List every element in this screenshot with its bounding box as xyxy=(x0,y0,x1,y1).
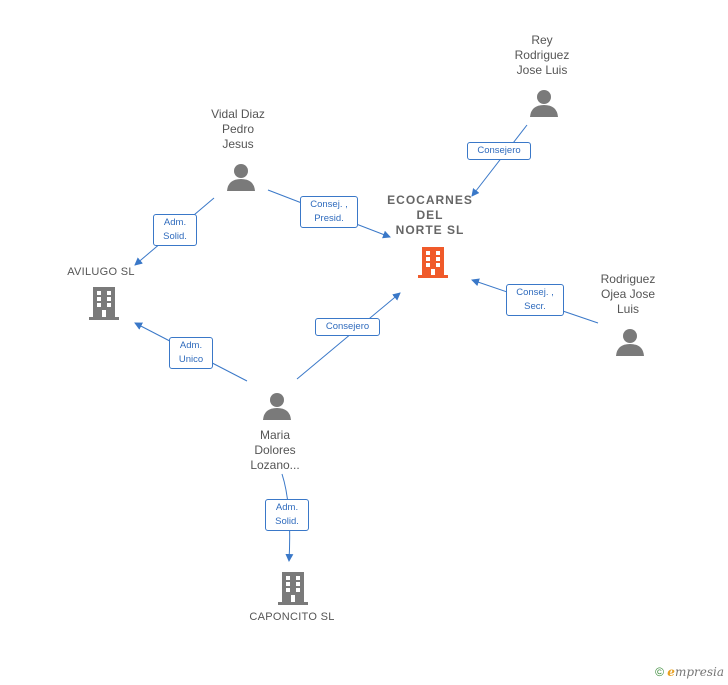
node-label-line: Jose Luis xyxy=(516,63,568,77)
node-label-line: Dolores xyxy=(254,443,296,457)
person-icon-rodriguez xyxy=(616,329,644,356)
person-icon-vidal xyxy=(227,164,255,191)
edge-line-rey-ecocarnes xyxy=(471,124,528,197)
node-label-line: Rodriguez xyxy=(600,272,656,286)
edge-label-maria-avilugo[interactable]: Adm. Unico xyxy=(169,337,213,369)
person-icon-maria xyxy=(263,393,291,420)
edge-label-line: Adm. xyxy=(179,340,203,351)
brand-name: empresia xyxy=(667,665,724,679)
edge-label-maria-ecocarnes[interactable]: Consejero xyxy=(315,318,380,336)
copyright-icon: © xyxy=(655,665,664,679)
edge-label-line: Consej. , xyxy=(516,287,554,298)
edge-label-line: Consej. , xyxy=(310,199,348,210)
node-label-line: Pedro xyxy=(221,122,255,136)
empresia-logo: © empresia xyxy=(655,665,724,679)
edge-label-line: Consejero xyxy=(477,145,521,156)
node-label-line: Rodriguez xyxy=(514,48,570,62)
node-label-line: Jesus xyxy=(222,137,254,151)
building-icon-caponcito xyxy=(278,572,308,605)
node-label-line: Maria xyxy=(259,428,290,442)
node-label-line: ECOCARNES xyxy=(387,193,473,207)
building-icon-ecocarnes xyxy=(418,247,448,278)
edge-label-vidal-ecocarnes[interactable]: Consej. , Presid. xyxy=(300,196,358,228)
brand-rest: mpresia xyxy=(674,665,724,679)
node-label-ecocarnes[interactable]: ECOCARNES DEL NORTE SL xyxy=(380,193,480,238)
edge-label-line: Secr. xyxy=(524,301,546,312)
edge-label-line: Adm. xyxy=(275,502,299,513)
node-label-line: Lozano... xyxy=(250,458,300,472)
edge-line-maria-ecocarnes xyxy=(296,292,401,380)
brand-initial: e xyxy=(667,665,675,679)
node-label-line: AVILUGO SL xyxy=(67,266,135,278)
edge-label-line: Presid. xyxy=(314,213,344,224)
node-label-line: NORTE SL xyxy=(395,223,465,237)
node-label-line: Vidal Diaz xyxy=(211,107,265,121)
edge-label-line: Solid. xyxy=(163,231,187,242)
edge-label-line: Consejero xyxy=(325,321,370,332)
edge-label-maria-caponcito[interactable]: Adm. Solid. xyxy=(265,499,309,531)
node-label-avilugo[interactable]: AVILUGO SL xyxy=(55,265,147,280)
node-label-caponcito[interactable]: CAPONCITO SL xyxy=(236,610,348,625)
edge-label-rey-ecocarnes[interactable]: Consejero xyxy=(467,142,531,160)
edge-label-line: Solid. xyxy=(275,516,299,527)
node-label-maria[interactable]: Maria Dolores Lozano... xyxy=(229,428,321,473)
node-label-line: CAPONCITO SL xyxy=(249,611,335,623)
building-icon-avilugo xyxy=(89,287,119,320)
node-label-line: DEL xyxy=(416,208,444,222)
node-label-vidal[interactable]: Vidal Diaz Pedro Jesus xyxy=(192,107,284,152)
edge-label-rodriguez-ecocarnes[interactable]: Consej. , Secr. xyxy=(506,284,564,316)
node-label-line: Luis xyxy=(616,302,639,316)
edge-label-vidal-avilugo[interactable]: Adm. Solid. xyxy=(153,214,197,246)
node-label-rodriguez[interactable]: Rodriguez Ojea Jose Luis xyxy=(582,272,674,317)
node-label-rey[interactable]: Rey Rodriguez Jose Luis xyxy=(496,33,588,78)
edge-label-line: Unico xyxy=(178,354,204,365)
person-icon-rey xyxy=(530,90,558,117)
edge-label-line: Adm. xyxy=(163,217,187,228)
node-label-line: Rey xyxy=(531,33,553,47)
node-label-line: Ojea Jose xyxy=(600,287,656,301)
